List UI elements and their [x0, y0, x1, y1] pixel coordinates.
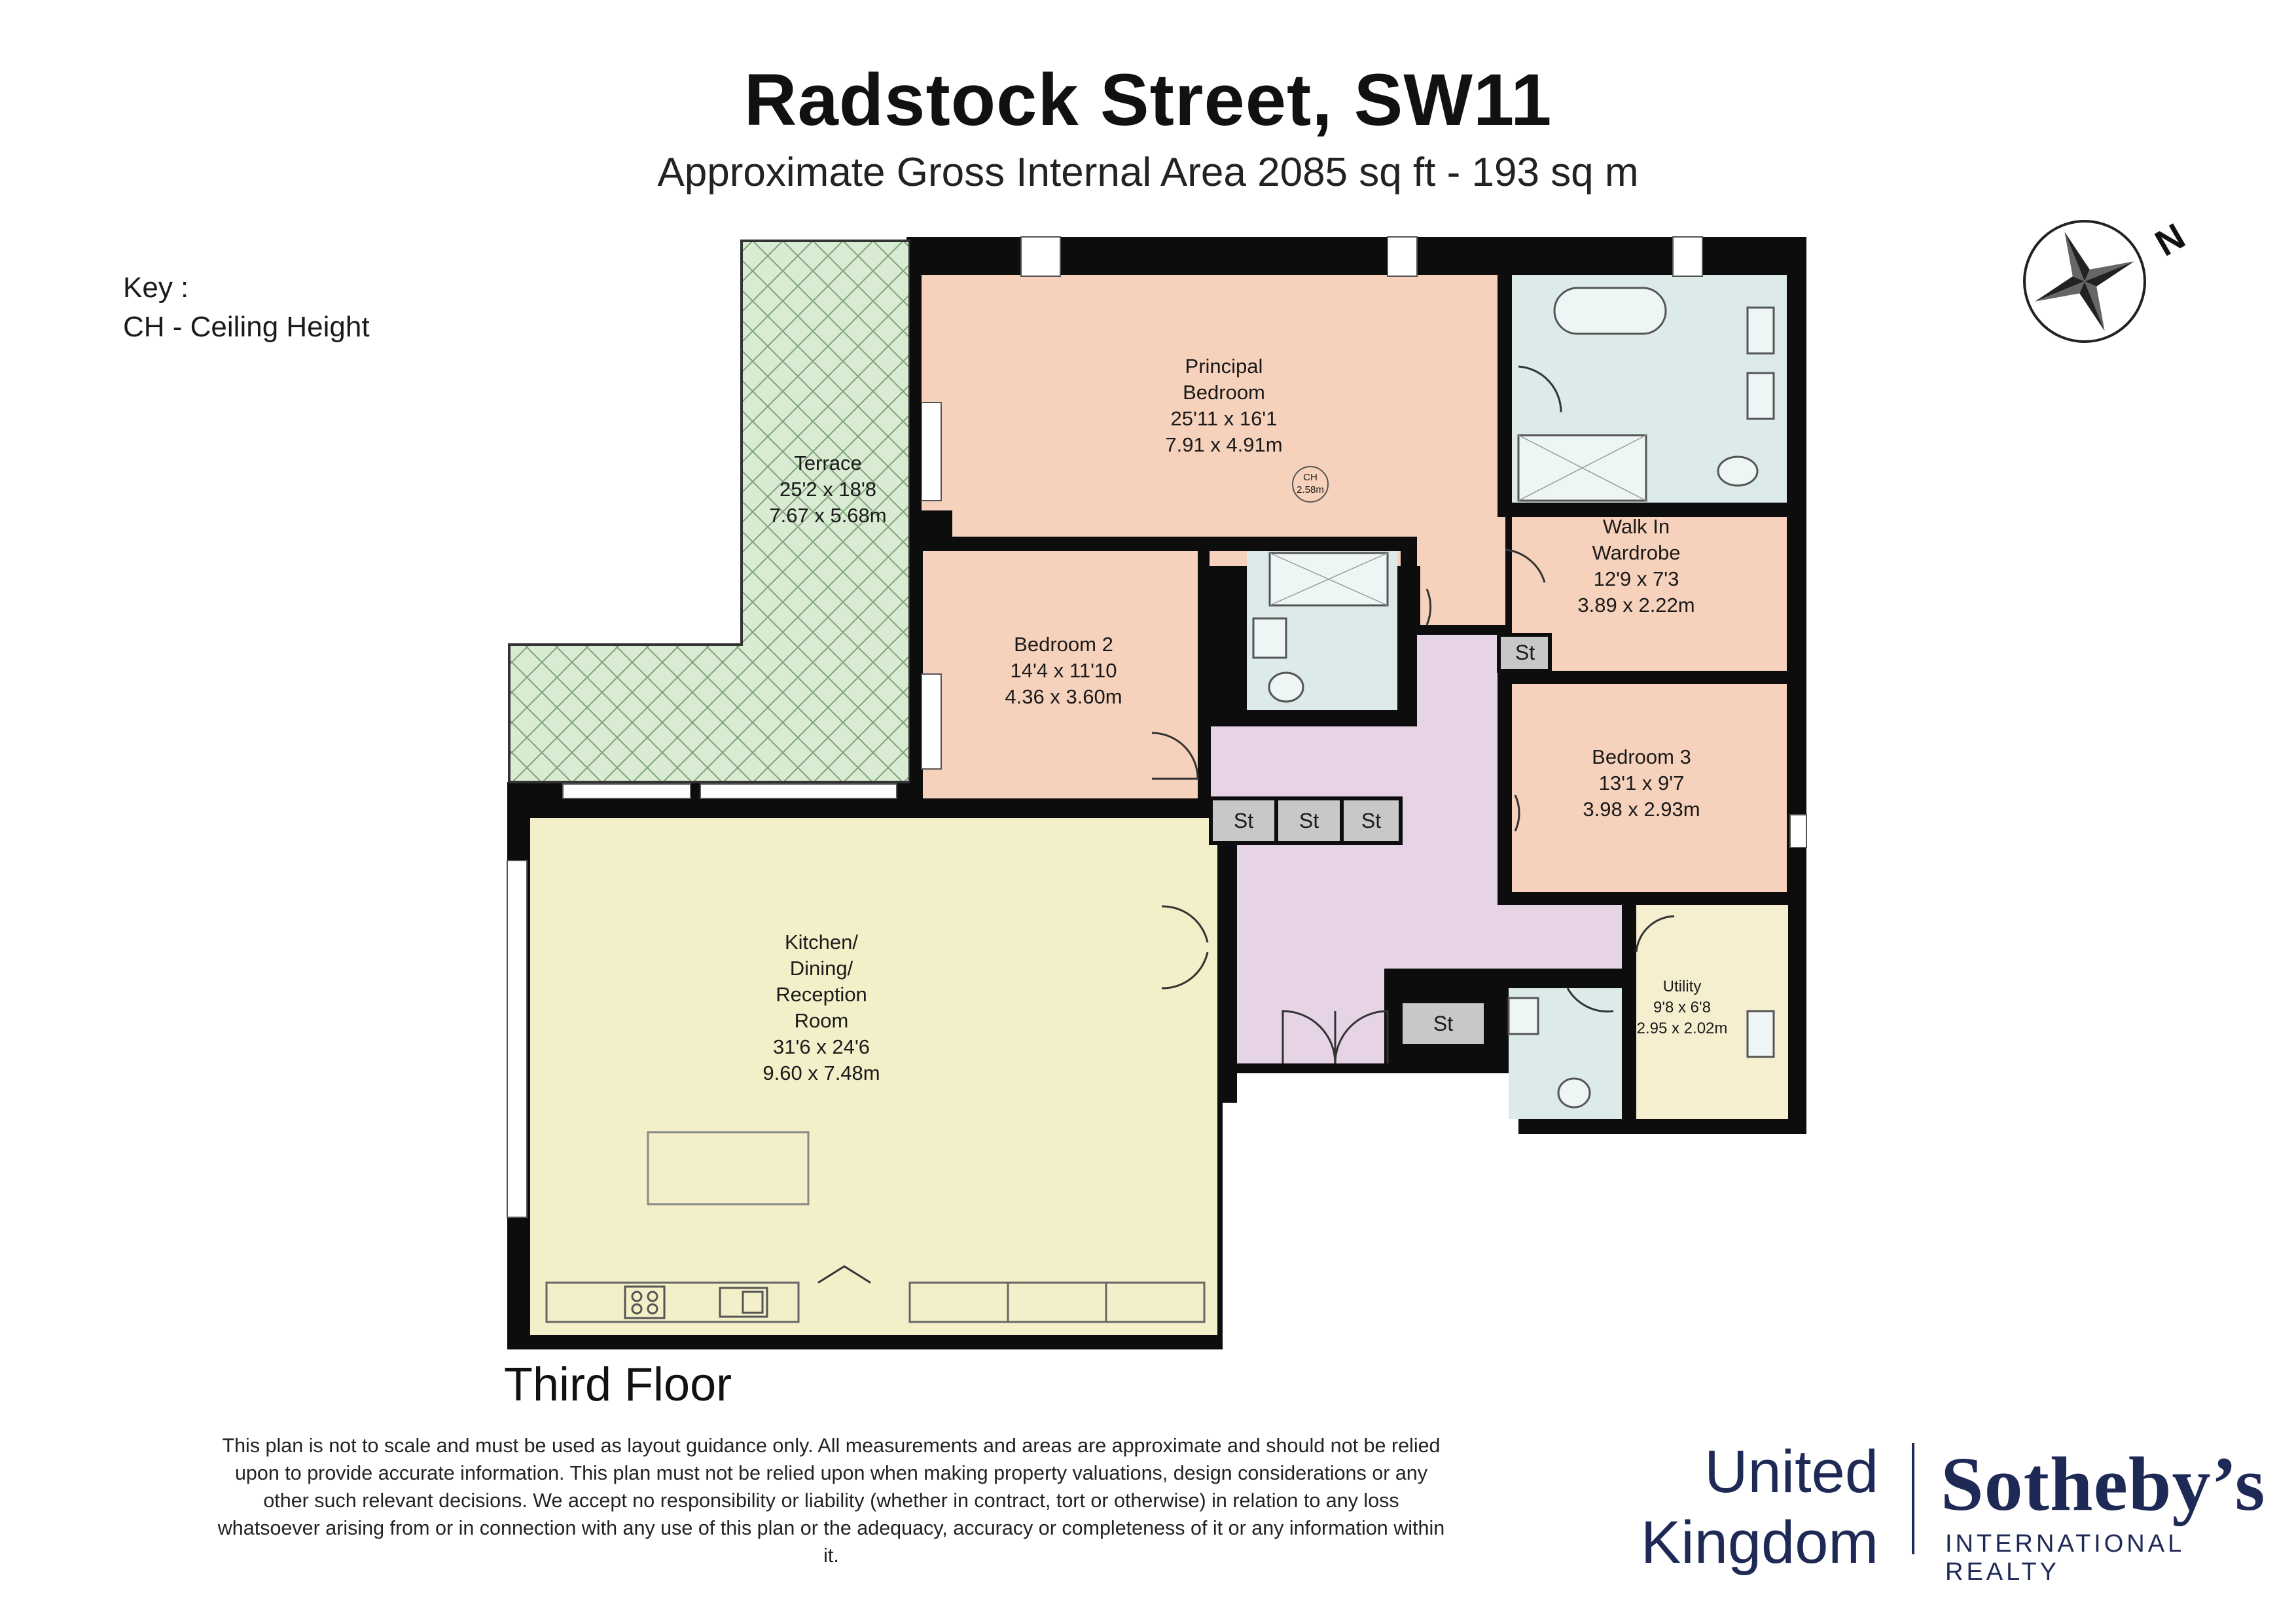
svg-text:Room: Room [795, 1009, 849, 1032]
svg-text:Reception: Reception [776, 983, 867, 1006]
svg-text:14'4 x 11'10: 14'4 x 11'10 [1011, 659, 1117, 682]
svg-text:CH: CH [1303, 472, 1318, 483]
svg-text:Terrace: Terrace [794, 452, 861, 474]
logo-united-line: United [1704, 1438, 1878, 1505]
disclaimer-text: This plan is not to scale and must be us… [217, 1435, 1445, 1567]
shower-tray-icon [1268, 434, 1647, 607]
kitchen-label: Kitchen/ Dining/ Reception Room 31'6 x 2… [762, 931, 880, 1084]
svg-text:12'9 x 7'3: 12'9 x 7'3 [1594, 567, 1679, 590]
logo-region-text: United Kingdom [1636, 1436, 1878, 1578]
svg-text:Bedroom 2: Bedroom 2 [1014, 633, 1113, 656]
sothebys-logo: Sotheby’s [1941, 1441, 2266, 1527]
compass-rose-icon [2023, 220, 2146, 343]
kitchen-sink-icon [719, 1287, 768, 1318]
svg-text:Principal: Principal [1185, 355, 1263, 378]
svg-text:25'2 x 18'8: 25'2 x 18'8 [780, 478, 876, 501]
storage-labels: St St St St St [1234, 641, 1535, 1035]
kitchen-fill [530, 818, 1217, 1335]
floor-label: Third Floor [504, 1359, 732, 1411]
compass-north-label: N [2148, 215, 2192, 264]
principal-bedroom-label: Principal Bedroom 25'11 x 16'1 7.91 x 4.… [1165, 355, 1282, 456]
bedroom3-fill [1512, 684, 1787, 892]
hall-fill [1211, 635, 1622, 1063]
bath-tub-icon [1553, 287, 1667, 335]
svg-text:13'1 x 9'7: 13'1 x 9'7 [1599, 772, 1685, 794]
key-legend: Key : CH - Ceiling Height [123, 268, 370, 347]
storage-label: St [1299, 809, 1319, 832]
svg-text:Dining/: Dining/ [790, 957, 853, 980]
svg-text:9'8 x 6'8: 9'8 x 6'8 [1653, 999, 1711, 1016]
key-ceiling-height: CH - Ceiling Height [123, 311, 370, 343]
logo-kingdom-line: Kingdom [1640, 1509, 1878, 1576]
bedroom3-label: Bedroom 3 13'1 x 9'7 3.98 x 2.93m [1583, 745, 1700, 821]
kitchen-island [647, 1131, 810, 1205]
logo-divider [1912, 1443, 1914, 1554]
svg-text:Utility: Utility [1663, 978, 1702, 995]
storage-cupboard [1497, 633, 1552, 673]
svg-text:2.58m: 2.58m [1297, 484, 1324, 495]
ceiling-height-badge: CH 2.58m [1292, 466, 1329, 503]
svg-text:7.67 x 5.68m: 7.67 x 5.68m [769, 504, 886, 527]
bedroom2-fill [923, 551, 1204, 800]
storage-cupboard [1399, 999, 1488, 1048]
wash-basin-icon [1252, 306, 1775, 1058]
utility-label: Utility 9'8 x 6'8 2.95 x 2.02m [1637, 978, 1728, 1037]
svg-text:25'11 x 16'1: 25'11 x 16'1 [1171, 407, 1278, 430]
storage-label: St [1515, 641, 1535, 664]
svg-text:2.95 x 2.02m: 2.95 x 2.02m [1637, 1020, 1728, 1037]
svg-text:Walk In: Walk In [1603, 515, 1670, 538]
svg-text:Bedroom 3: Bedroom 3 [1592, 745, 1691, 768]
kitchen-counter [545, 1281, 1206, 1323]
hob-icon [624, 1285, 666, 1319]
terrace-label: Terrace 25'2 x 18'8 7.67 x 5.68m [769, 452, 886, 527]
svg-text:3.89 x 2.22m: 3.89 x 2.22m [1577, 594, 1695, 616]
storage-label: St [1361, 809, 1381, 832]
toilet-icon [1268, 455, 1759, 1109]
internal-walls [910, 239, 1792, 1122]
logo-tagline: INTERNATIONAL REALTY [1945, 1530, 2184, 1586]
svg-text:Kitchen/: Kitchen/ [785, 931, 858, 954]
walk-in-wardrobe-label: Walk In Wardrobe 12'9 x 7'3 3.89 x 2.22m [1577, 515, 1695, 616]
storage-label: St [1433, 1012, 1453, 1035]
windows [507, 236, 1807, 1218]
svg-text:Bedroom: Bedroom [1183, 381, 1265, 404]
svg-text:9.60 x 7.48m: 9.60 x 7.48m [762, 1061, 880, 1084]
svg-text:7.91 x 4.91m: 7.91 x 4.91m [1165, 433, 1282, 456]
svg-text:4.36 x 3.60m: 4.36 x 3.60m [1005, 685, 1122, 708]
key-heading: Key : [123, 272, 189, 304]
page-title: Radstock Street, SW11 [744, 59, 1552, 141]
svg-text:31'6 x 24'6: 31'6 x 24'6 [773, 1035, 870, 1058]
door-swings [817, 365, 1675, 1284]
svg-text:Wardrobe: Wardrobe [1592, 541, 1681, 564]
storage-cupboard [1340, 796, 1403, 845]
storage-cupboards [1209, 633, 1552, 1048]
storage-label: St [1234, 809, 1253, 832]
walk-in-wardrobe-fill [1512, 517, 1787, 671]
gross-area-subtitle: Approximate Gross Internal Area 2085 sq … [657, 150, 1639, 195]
bedroom2-label: Bedroom 2 14'4 x 11'10 4.36 x 3.60m [1005, 633, 1122, 708]
svg-text:3.98 x 2.93m: 3.98 x 2.93m [1583, 798, 1700, 821]
